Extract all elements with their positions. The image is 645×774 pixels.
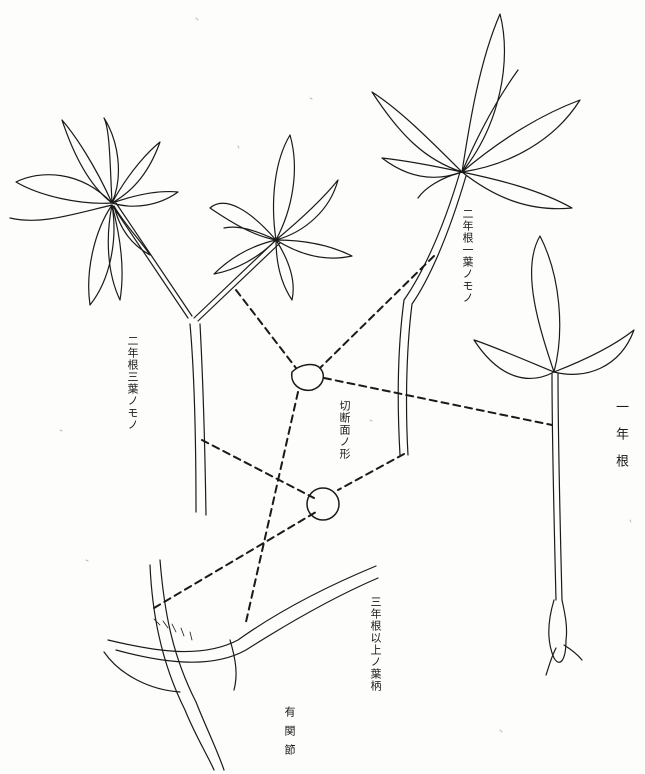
- plant-three-year-petiole: [104, 560, 378, 770]
- label-three-year-petiole: 三年根以上ノ葉柄: [370, 596, 381, 692]
- plant-one-year-root: [474, 236, 634, 675]
- label-one-year-root: 一年根: [614, 400, 627, 481]
- plant-two-year-three-leaf: [10, 118, 352, 515]
- cross-section-shapes: [292, 365, 339, 520]
- paper-specks: [60, 18, 631, 732]
- leader-lines: [154, 256, 552, 622]
- label-joint: 有関節: [284, 706, 295, 763]
- plant-two-year-one-leaf: [372, 14, 580, 455]
- label-cross-section: 切断面ノ形: [339, 400, 350, 460]
- label-two-year-one-leaf: 二年根一葉ノモノ: [462, 208, 473, 304]
- label-two-year-three-leaf: 二年根三葉ノモノ: [127, 335, 138, 431]
